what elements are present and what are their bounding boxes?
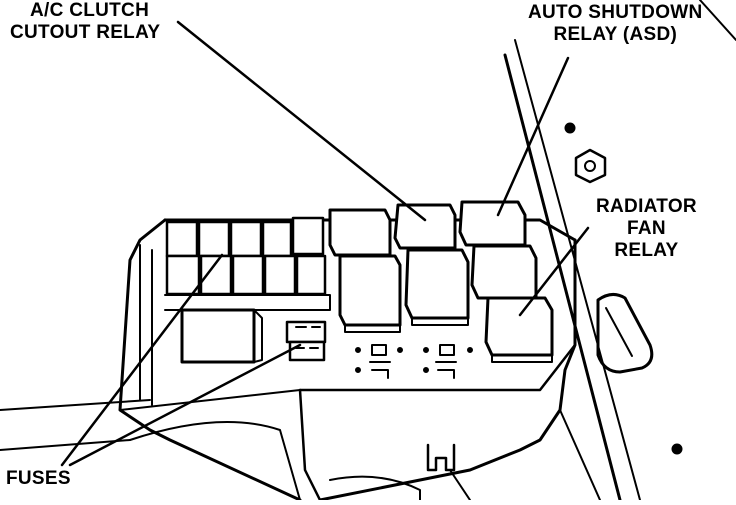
hex-bolt [574,148,607,184]
asd-label-line2: RELAY (ASD) [553,24,678,45]
mini-fuse-row-bottom [165,254,327,296]
radiator-fan-label-line3: RELAY [614,240,679,261]
relay-base [491,354,553,363]
relay-back-left [328,208,392,257]
fender-panel-right [699,0,736,41]
ac-clutch-label-line1: A/C CLUTCH [30,0,150,21]
leader-ac-clutch [176,20,427,222]
embossed-symbols [355,344,473,379]
mini-fuse-row-top [165,216,325,258]
auto-shutdown-relay-label: AUTO SHUTDOWN RELAY (ASD) [528,2,703,46]
leader-radiator-fan [518,226,590,317]
large-relay-left [180,308,256,364]
oval-bracket [596,293,654,374]
asd-relay-body [458,200,527,247]
relay-front-left [338,254,402,327]
relay-box-base [298,343,577,392]
cover-curve [129,421,301,501]
leader-lines [60,20,590,467]
fuse-pair [285,320,327,362]
asd-label-line1: AUTO SHUTDOWN [528,2,703,23]
leader-fuses-2 [68,343,302,467]
leader-asd [496,56,570,217]
oval-bracket-inner [605,307,633,357]
lower-frame [559,409,601,501]
panel-bolt-hole [671,443,683,455]
radiator-fan-label-line1: RADIATOR [596,196,697,217]
leader-fuses-1 [60,253,224,467]
hex-bolt-center [584,160,596,172]
relay-base [344,324,401,333]
radiator-fan-relay-label: RADIATOR FAN RELAY [596,196,697,262]
relay-box-front [298,388,322,502]
ac-clutch-label-line2: CUTOUT RELAY [10,22,161,43]
latch-clip [426,443,456,472]
ac-clutch-cutout-relay-body [393,203,457,250]
lid-inner-edge [119,389,301,411]
ac-clutch-cutout-relay-label: A/C CLUTCH CUTOUT RELAY [10,0,160,44]
fender-panel [503,53,622,502]
radiator-fan-relay-body [484,296,554,357]
lid-hinge [0,399,151,411]
fuses-label: FUSES [6,468,71,490]
relay-front-right [470,244,538,300]
panel-bolt-hole [564,122,576,134]
relay-front-mid [404,248,470,320]
lower-bracket [329,475,421,501]
fender-edge [514,39,641,501]
relay-base [411,317,469,326]
large-relay-left-side [253,309,263,363]
radiator-fan-label-line2: FAN [627,218,666,239]
lower-cover [0,439,131,451]
fuses-label-text: FUSES [6,468,71,489]
lower-frame [449,469,471,501]
